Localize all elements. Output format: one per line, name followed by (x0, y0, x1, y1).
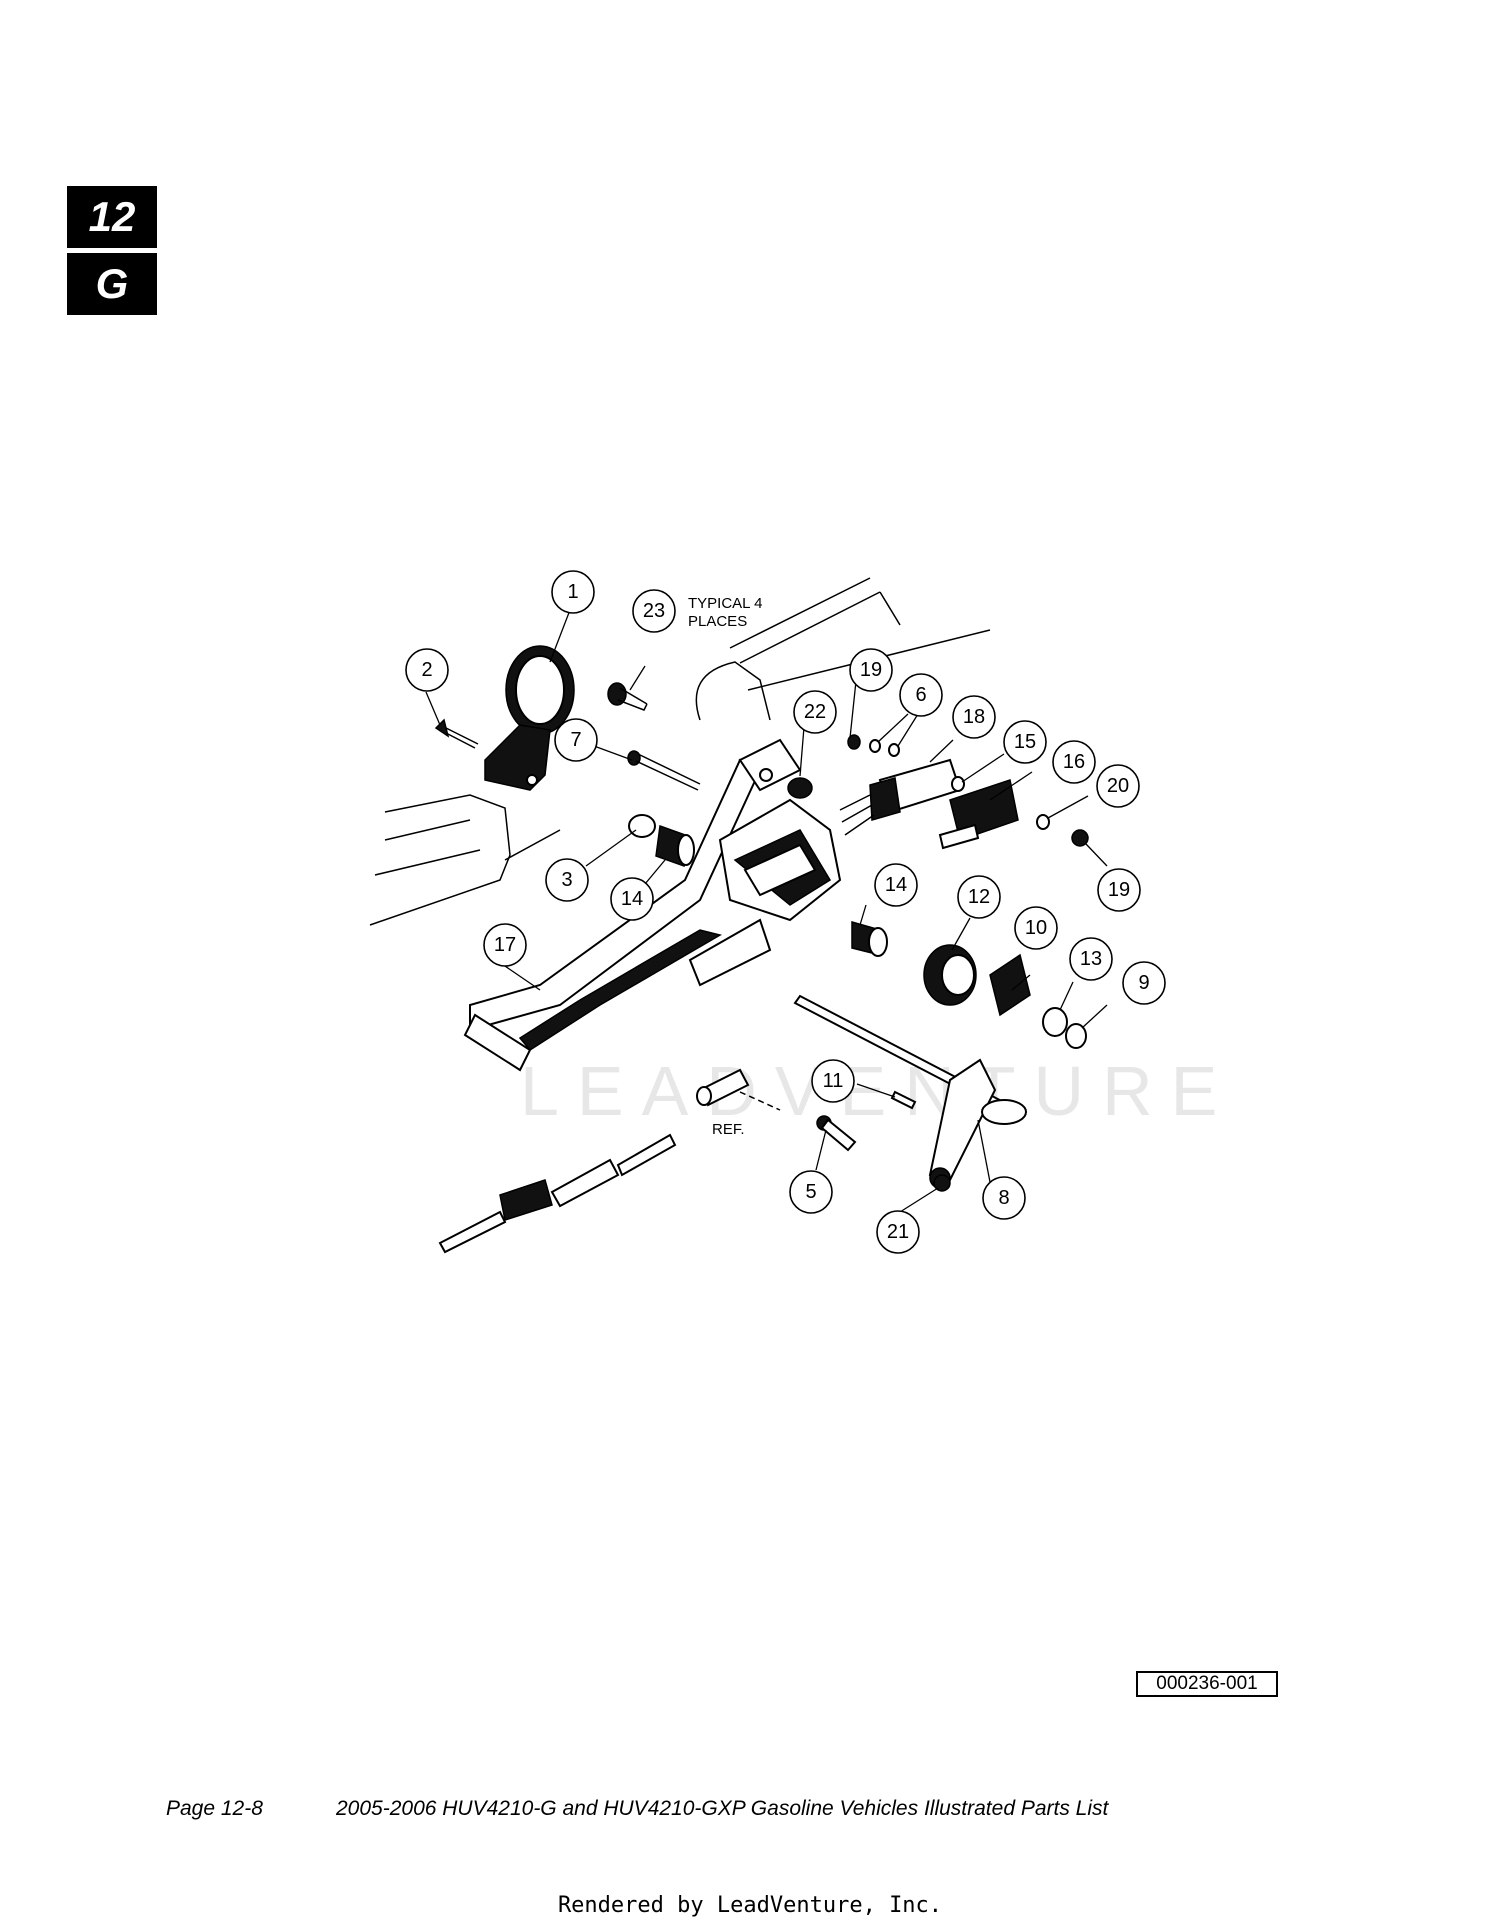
section-letter-tab: G (67, 253, 157, 315)
washer-3 (628, 814, 656, 838)
svg-text:14: 14 (885, 874, 907, 896)
callout-10: 10 (1014, 906, 1058, 950)
shaft-and-lever-8 (793, 994, 1027, 1189)
callout-20: 20 (1096, 764, 1140, 808)
section-number: 12 (88, 193, 136, 240)
callout-22: 22 (793, 690, 837, 734)
bolt-7 (627, 750, 701, 791)
ref-dashed-line (739, 1091, 781, 1111)
svg-text:19: 19 (860, 659, 882, 681)
nut-19a (847, 734, 861, 750)
washer-13 (1042, 1007, 1068, 1037)
svg-text:23: 23 (643, 600, 665, 622)
callout-12: 12 (957, 875, 1001, 919)
svg-text:10: 10 (1025, 917, 1047, 939)
callout-14b: 14 (874, 863, 918, 907)
svg-text:2: 2 (421, 659, 432, 681)
svg-text:22: 22 (804, 701, 826, 723)
svg-text:14: 14 (621, 888, 643, 910)
callout-21: 21 (876, 1210, 920, 1254)
spring-10 (989, 953, 1031, 1017)
pedal-pad (484, 645, 575, 791)
callout-5: 5 (789, 1170, 833, 1214)
callout-16: 16 (1052, 740, 1096, 784)
cam-12 (923, 944, 977, 1006)
washer-6b (888, 743, 900, 757)
callout-6: 6 (899, 673, 943, 717)
bushing-14b (851, 921, 888, 957)
svg-text:18: 18 (963, 706, 985, 728)
callout-8: 8 (982, 1176, 1026, 1220)
callout-3: 3 (545, 858, 589, 902)
svg-text:5: 5 (805, 1181, 816, 1203)
leader-lines (425, 609, 1108, 1213)
pivot-bracket (688, 798, 842, 987)
svg-text:7: 7 (570, 729, 581, 751)
drawing-number-box: 000236-001 (1136, 1671, 1278, 1697)
bolt-23 (607, 682, 648, 711)
frame-rail-upper (695, 577, 991, 721)
washer-20 (1036, 814, 1050, 830)
callout-9: 9 (1122, 961, 1166, 1005)
svg-text:13: 13 (1080, 948, 1102, 970)
bolt-2 (434, 718, 479, 749)
footer-page-number: Page 12-8 (166, 1797, 263, 1820)
rendered-by-credit: Rendered by LeadVenture, Inc. (557, 1893, 943, 1918)
footer-document-title: 2005-2006 HUV4210-G and HUV4210-GXP Gaso… (336, 1797, 1109, 1820)
callout-19a: 19 (849, 648, 893, 692)
bushing-14a (655, 824, 695, 868)
callout-15: 15 (1003, 720, 1047, 764)
frame-rail-lower (369, 794, 561, 926)
svg-text:19: 19 (1108, 879, 1130, 901)
svg-text:15: 15 (1014, 731, 1036, 753)
callout-23: 23 (632, 589, 676, 633)
svg-text:17: 17 (494, 934, 516, 956)
svg-text:8: 8 (998, 1187, 1009, 1209)
typical-note-line2: PLACES (688, 613, 747, 630)
svg-text:20: 20 (1107, 775, 1129, 797)
pedal-arm (463, 738, 802, 1072)
callout-11: 11 (811, 1059, 855, 1103)
svg-text:21: 21 (887, 1221, 909, 1243)
svg-text:11: 11 (823, 1070, 844, 1092)
svg-text:16: 16 (1063, 751, 1085, 773)
nut-22 (787, 777, 813, 799)
nut-19b (1071, 829, 1089, 847)
callout-1: 1 (551, 570, 595, 614)
section-letter: G (95, 260, 129, 307)
ring-9 (1065, 1023, 1087, 1049)
throttle-cable (438, 1068, 750, 1254)
svg-text:3: 3 (561, 869, 572, 891)
washer-15 (951, 776, 965, 792)
section-number-tab: 12 (67, 186, 157, 248)
callout-13: 13 (1069, 937, 1113, 981)
ref-label: REF. (712, 1121, 745, 1138)
svg-text:6: 6 (915, 684, 926, 706)
switch-16 (938, 779, 1019, 850)
callout-7: 7 (554, 718, 598, 762)
switch-18 (839, 758, 962, 836)
callout-19b: 19 (1097, 868, 1141, 912)
drawing-number: 000236-001 (1156, 1673, 1258, 1694)
svg-text:9: 9 (1138, 972, 1149, 994)
svg-text:12: 12 (968, 886, 990, 908)
svg-text:1: 1 (567, 581, 578, 603)
callout-18: 18 (952, 695, 996, 739)
ball-stud-5 (816, 1115, 857, 1152)
callout-17: 17 (483, 923, 527, 967)
watermark-text: LEADVENTURE (520, 1052, 1235, 1130)
typical-note-line1: TYPICAL 4 (688, 595, 762, 612)
callout-2: 2 (405, 648, 449, 692)
callout-14a: 14 (610, 877, 654, 921)
washer-6a (869, 739, 881, 753)
nut-21 (933, 1174, 951, 1192)
